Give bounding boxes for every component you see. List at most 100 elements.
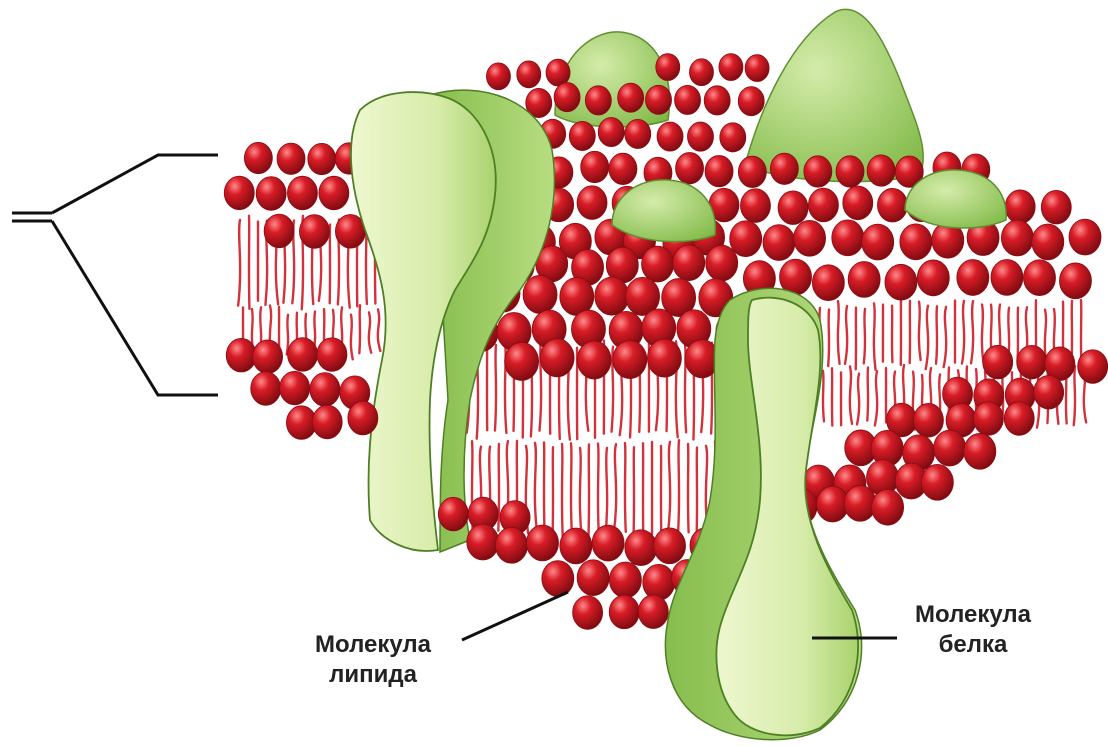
lipid-head (253, 340, 283, 374)
lipid-tail (571, 443, 572, 535)
lipid-head (1017, 345, 1047, 379)
lipid-head (654, 528, 686, 564)
lipid-head (657, 122, 683, 151)
lipid-head (646, 85, 672, 114)
lipid-head (1024, 260, 1056, 296)
lipid-head (763, 225, 795, 261)
lipid-tail (605, 448, 607, 537)
lipid-tail (562, 444, 563, 539)
lipid-tail (926, 306, 928, 369)
lipid-head (348, 401, 378, 435)
lipid-tail (971, 301, 973, 363)
lipid-tail (867, 367, 868, 420)
lipid-head (573, 596, 603, 630)
lipid-tail (535, 443, 537, 531)
lipid-head (642, 246, 674, 282)
lipid-head (1034, 375, 1064, 409)
lipid-head (299, 215, 329, 249)
lipid-head (625, 530, 657, 566)
lipid-head (738, 156, 766, 187)
lipid-head (224, 176, 254, 210)
lipid-tail (874, 303, 876, 369)
lipid-head (526, 525, 558, 561)
lipid-tail (498, 444, 499, 531)
lipid-head (1004, 402, 1034, 436)
lipid-head (609, 595, 639, 629)
lipid-head (625, 119, 651, 148)
lipid-head (917, 260, 949, 296)
lipid-head (310, 373, 340, 407)
lipid-tail (962, 301, 964, 364)
lipid-tail (287, 315, 288, 355)
lipid-head (613, 340, 647, 378)
lipid-head (832, 220, 864, 256)
lipid-head (251, 372, 281, 406)
lipid-head (973, 402, 1003, 436)
lipid-head (983, 345, 1013, 379)
lipid-head (609, 153, 637, 184)
lipid-head (581, 151, 609, 182)
lipid-tail (614, 444, 616, 533)
lipid-head (1059, 263, 1091, 299)
lipid-head (1005, 190, 1035, 224)
lipid-head (319, 176, 349, 210)
lipid-head (673, 245, 705, 281)
lipid-tail (823, 371, 824, 421)
lipid-head (540, 339, 574, 377)
lipid-head (704, 86, 730, 115)
lipid-head (867, 155, 895, 186)
lipid-tail (838, 301, 840, 364)
lipid-head (523, 275, 557, 313)
lipid-head (812, 265, 844, 301)
lipid-head (964, 433, 996, 469)
lipid-tail (936, 306, 937, 363)
lipid-head (287, 176, 317, 210)
lipid-head (836, 156, 864, 187)
lipid-tail (359, 305, 360, 353)
lipid-tail (580, 448, 582, 536)
lipid-tail (378, 309, 381, 350)
lipid-head (438, 497, 468, 531)
lipid-head (913, 403, 943, 437)
lipid-head (1041, 190, 1071, 224)
lipid-head (900, 224, 932, 260)
lipid-head (577, 186, 607, 220)
lipid-tail (633, 447, 634, 536)
lipid-tail (588, 444, 589, 536)
lipid-head (280, 371, 310, 405)
lipid-head (288, 338, 318, 372)
lipid-head (226, 338, 256, 372)
lipid-head (934, 430, 966, 466)
lipid-head (569, 121, 595, 150)
lipid-head (647, 339, 681, 377)
lipid-tail (875, 371, 877, 425)
lipid-head (862, 224, 894, 260)
lipid-tail (1018, 308, 1019, 361)
lipid-head (609, 562, 641, 598)
lipid-tail (668, 442, 670, 534)
lipid-head (770, 153, 798, 184)
lipid-head (689, 59, 713, 86)
lipid-label-line2: липида (288, 660, 458, 690)
lipid-head (804, 156, 832, 187)
lipid-tail (598, 444, 599, 539)
lipid-head (719, 54, 743, 81)
lipid-head (312, 405, 342, 439)
lipid-tail (495, 345, 496, 431)
lipid-head (638, 595, 668, 629)
lipid-tail (238, 220, 240, 306)
lipid-head (505, 342, 539, 380)
lipid-head (885, 264, 917, 300)
lipid-tail (688, 444, 689, 532)
lipid-head (921, 464, 953, 500)
lipid-tail (625, 443, 626, 532)
lipid-head (843, 186, 873, 220)
lipid-head (592, 525, 624, 561)
lipid-head (877, 188, 907, 222)
protein-back-cone (745, 9, 923, 181)
lipid-head (517, 61, 541, 88)
lipid-head (1078, 350, 1108, 384)
lipid-head (778, 191, 808, 225)
lipid-head (643, 564, 675, 600)
